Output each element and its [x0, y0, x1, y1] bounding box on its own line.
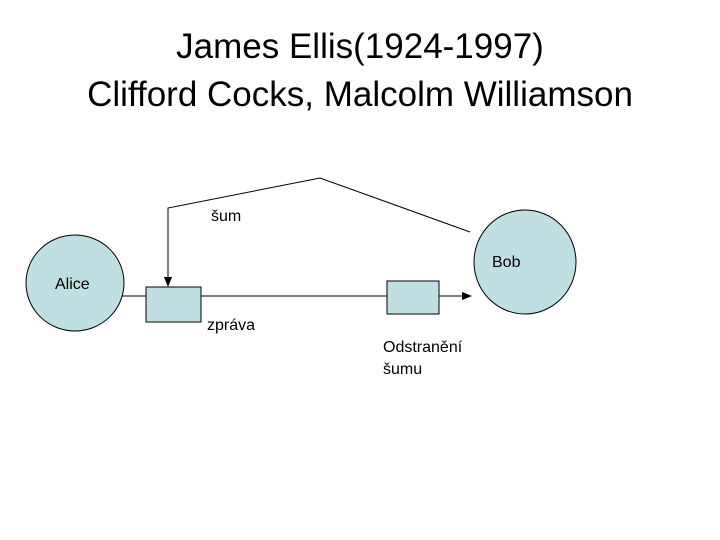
title-line-2: Clifford Cocks, Malcolm Williamson: [87, 75, 633, 114]
title-line-1: James Ellis(1924-1997): [176, 27, 544, 66]
alice-label: Alice: [55, 276, 90, 293]
noise-label: šum: [211, 208, 242, 225]
noise-removal-label-line-2: šumu: [383, 361, 423, 378]
noise-path: [164, 177, 471, 287]
noise-removal-box: [386, 280, 440, 315]
message-box: [145, 286, 202, 323]
noise-removal-label-line-1: Odstranění: [383, 339, 463, 356]
bob-label: Bob: [492, 254, 521, 271]
message-label: zpráva: [207, 317, 256, 334]
bob-node: [473, 209, 577, 315]
alice-node: [25, 234, 125, 332]
